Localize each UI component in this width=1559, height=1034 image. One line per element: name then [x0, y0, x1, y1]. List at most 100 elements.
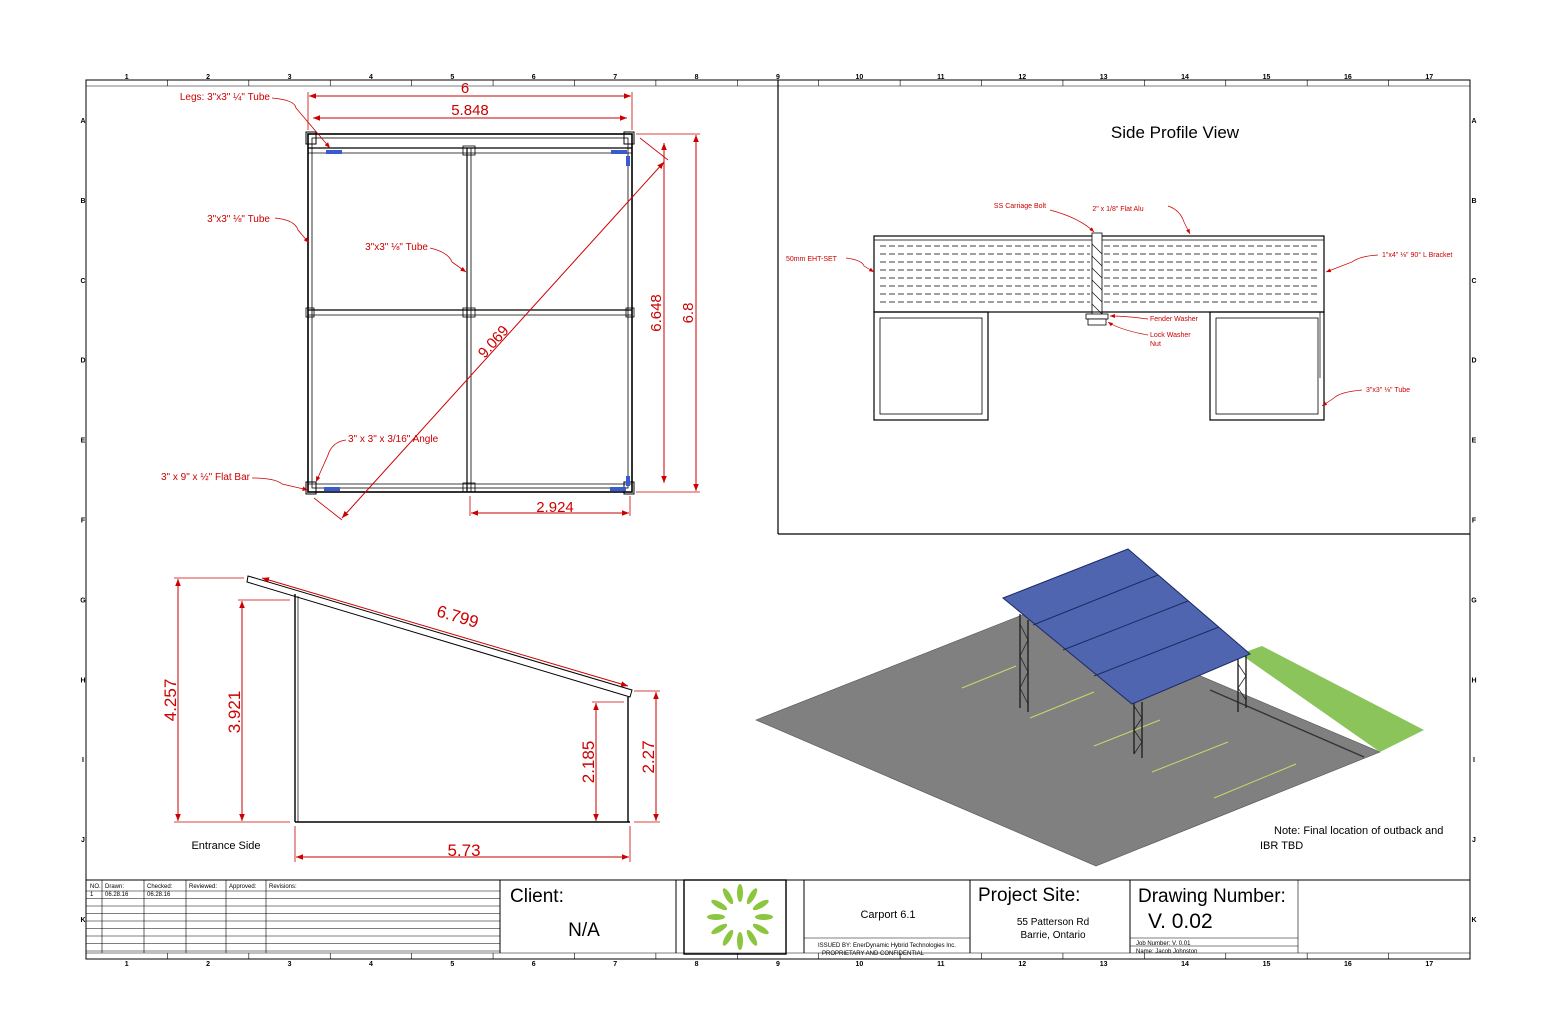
rev-header-drawn: Drawn:	[105, 884, 124, 890]
dim-width-overall: 6	[461, 80, 469, 97]
label-legs: Legs: 3"x3" ¼" Tube	[180, 91, 271, 103]
grid-row-label-left: J	[81, 837, 85, 844]
rev-header-no: NO.	[90, 884, 101, 890]
rev-header-approved: Approved:	[229, 884, 257, 890]
label-flat-bar: 3" x 9" x ½" Flat Bar	[161, 472, 251, 483]
site-line-1: 55 Patterson Rd	[1017, 917, 1089, 928]
proprietary-notice: PROPRIETARY AND CONFIDENTIAL	[822, 951, 925, 957]
dim-depth-inner: 6.648	[648, 294, 665, 332]
grid-row-label-right: I	[1473, 757, 1475, 764]
grid-col-label-top: 8	[695, 74, 699, 81]
grid-row-label-left: G	[80, 597, 86, 604]
grid-col-label-bottom: 16	[1344, 961, 1352, 968]
note-line-1: Note: Final location of outback and	[1274, 825, 1443, 837]
dim-height-high-overall: 4.257	[161, 679, 180, 722]
entrance-side-caption: Entrance Side	[191, 840, 260, 852]
grid-col-label-top: 13	[1100, 74, 1108, 81]
label-fender-washer: Fender Washer	[1150, 316, 1199, 323]
title-block: NO. Drawn: Checked: Reviewed: Approved: …	[86, 879, 1470, 957]
grid-col-label-bottom: 8	[695, 961, 699, 968]
grid-row-label-right: J	[1472, 837, 1476, 844]
grid-row-label-left: I	[82, 757, 84, 764]
label-flat-alu: 2" x 1/8" Flat Alu	[1092, 206, 1143, 213]
grid-row-label-right: D	[1471, 358, 1476, 365]
grid-col-label-top: 7	[613, 74, 617, 81]
grid-col-label-top: 2	[206, 74, 210, 81]
project-name: Carport 6.1	[860, 909, 915, 921]
label-inner-tube: 3"x3" ⅛" Tube	[365, 242, 428, 253]
dim-base-length: 5.73	[447, 841, 480, 860]
dim-half-width: 2.924	[536, 499, 574, 516]
grid-row-label-left: K	[80, 917, 85, 924]
client-value: N/A	[568, 920, 600, 941]
drafter-name: Name: Jacob Johnston	[1136, 949, 1197, 955]
site-line-2: Barrie, Ontario	[1020, 930, 1085, 941]
grid-col-label-top: 12	[1018, 74, 1026, 81]
drawing-value: V. 0.02	[1148, 910, 1213, 933]
grid-row-label-right: A	[1471, 118, 1476, 125]
grid-col-label-top: 17	[1425, 74, 1433, 81]
rev-header-reviewed: Reviewed:	[189, 884, 217, 890]
grid-col-label-bottom: 13	[1100, 961, 1108, 968]
label-angle: 3" x 3" x 3/16" Angle	[348, 434, 439, 445]
grid-col-label-bottom: 12	[1018, 961, 1026, 968]
grid-col-label-bottom: 14	[1181, 961, 1189, 968]
panel-seams	[1032, 574, 1220, 677]
client-label: Client:	[510, 886, 564, 907]
dim-height-low-post: 2.185	[579, 741, 598, 784]
grid-col-label-top: 1	[125, 74, 129, 81]
issued-by: ISSUED BY: EnerDynamic Hybrid Technologi…	[818, 943, 956, 949]
grid-row-label-right: C	[1471, 278, 1476, 285]
label-bracket: 1"x4" ⅛" 90° L Bracket	[1382, 251, 1452, 259]
grid-col-label-bottom: 3	[288, 961, 292, 968]
rev-header-revisions: Revisions:	[269, 884, 297, 890]
grid-col-label-bottom: 2	[206, 961, 210, 968]
dim-diagonal: 9.069	[475, 322, 513, 361]
grid-col-label-bottom: 5	[450, 961, 454, 968]
site-label: Project Site:	[978, 885, 1080, 906]
isometric-view: Note: Final location of outback and IBR …	[755, 548, 1443, 867]
parking-stripes	[961, 665, 1297, 799]
plan-view: 6 5.848 6.648 6.8 9.069 2.924 Legs: 3"x3…	[161, 80, 700, 521]
grid-row-label-left: B	[80, 198, 85, 205]
grid-row-label-right: G	[1471, 597, 1477, 604]
grid-col-label-top: 10	[856, 74, 864, 81]
grid-col-label-top: 16	[1344, 74, 1352, 81]
rev-row-checked: 06.28.16	[147, 892, 171, 898]
label-panel: 50mm EHT-SET	[786, 256, 838, 263]
dim-height-high-post: 3.921	[225, 691, 244, 734]
grid-row-label-right: F	[1472, 518, 1477, 525]
grid-col-label-top: 4	[369, 74, 373, 81]
grid-row-label-left: E	[81, 438, 86, 445]
grid-row-label-left: A	[80, 118, 85, 125]
dim-width-inner: 5.848	[451, 102, 489, 119]
grid-row-label-left: H	[80, 677, 85, 684]
drawing-label: Drawing Number:	[1138, 886, 1286, 907]
grid-row-label-right: K	[1471, 917, 1476, 924]
note-line-2: IBR TBD	[1260, 840, 1303, 852]
rev-row-drawn: 06.28.16	[105, 892, 129, 898]
grid-row-label-left: D	[80, 358, 85, 365]
solar-panel-roof	[1002, 548, 1251, 705]
grid-col-label-bottom: 7	[613, 961, 617, 968]
grid-col-label-top: 15	[1263, 74, 1271, 81]
grid-row-label-right: E	[1472, 438, 1477, 445]
company-logo	[707, 884, 773, 950]
grid-col-label-bottom: 11	[937, 961, 945, 968]
grid-row-label-right: B	[1471, 198, 1476, 205]
carport-legs	[1019, 614, 1247, 758]
grid-row-label-right: H	[1471, 677, 1476, 684]
grid-col-label-bottom: 9	[776, 961, 780, 968]
label-outer-tube: 3"x3" ⅛" Tube	[207, 214, 270, 225]
side-profile-view: Side Profile View SS Carriage Bolt 2" x …	[777, 80, 1470, 535]
label-carriage-bolt: SS Carriage Bolt	[994, 203, 1046, 210]
label-nut: Nut	[1150, 341, 1161, 348]
grid-col-label-top: 14	[1181, 74, 1189, 81]
dim-height-low-overall: 2.27	[639, 740, 658, 773]
side-profile-title: Side Profile View	[1111, 123, 1240, 142]
grid-row-label-left: C	[80, 278, 85, 285]
grid-col-label-bottom: 15	[1263, 961, 1271, 968]
grid-col-label-top: 5	[450, 74, 454, 81]
grid-col-label-top: 11	[937, 74, 945, 81]
